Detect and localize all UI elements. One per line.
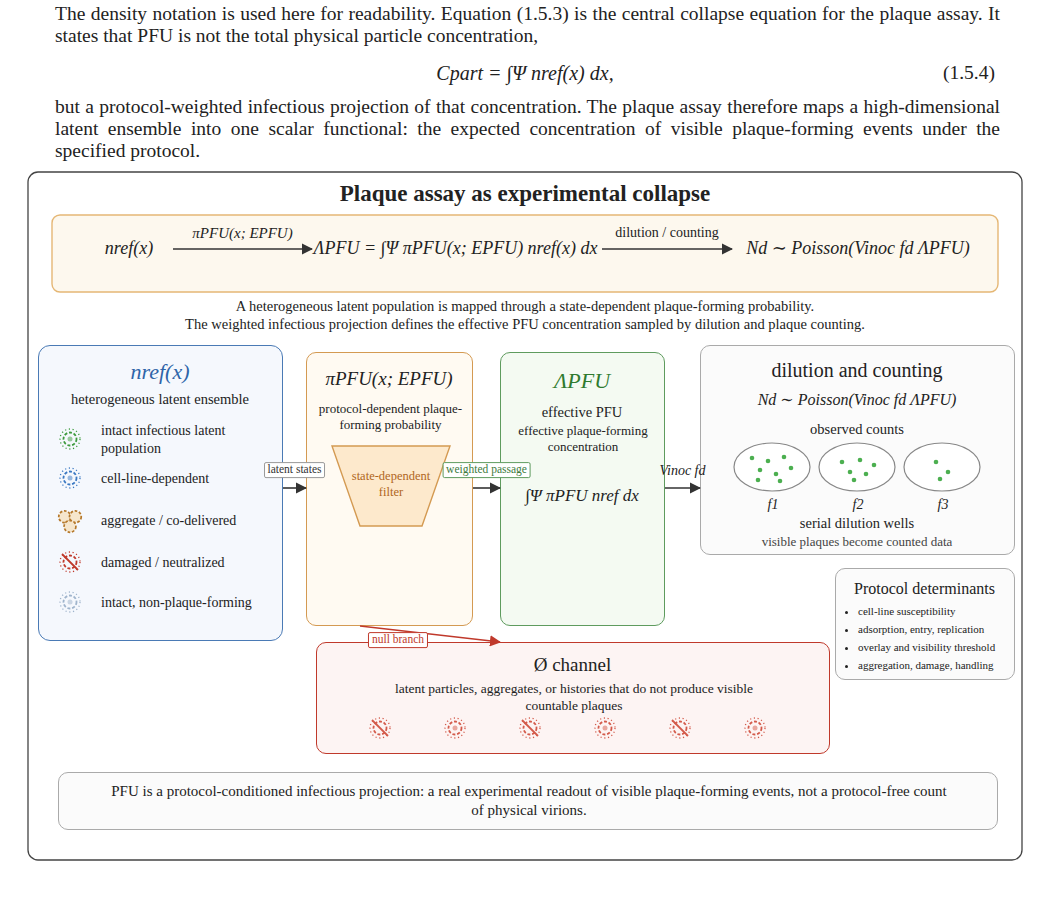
probability-box: state-dependent filter πPFU(x; EPFU) proto… bbox=[306, 352, 473, 626]
edge-label: πPFU(x; EPFU) bbox=[192, 224, 292, 242]
virus-icon bbox=[60, 592, 80, 612]
edge-label: latent states bbox=[264, 462, 326, 478]
flow-arrow bbox=[473, 487, 500, 489]
dilution-well bbox=[904, 443, 980, 491]
null-particle-icon bbox=[520, 718, 540, 738]
null-particle-icon bbox=[370, 718, 390, 738]
node-text: protocol-dependent plaque-forming probab… bbox=[311, 401, 470, 434]
node-text: heterogeneous latent ensemble bbox=[39, 390, 281, 408]
figure-subtitle: A heterogeneous latent population is map… bbox=[52, 298, 998, 315]
node-text: visible plaques become counted data bbox=[701, 534, 1013, 550]
node-text: aggregate / co-delivered bbox=[101, 512, 279, 530]
determinants-box: Protocol determinants cell-line susceptib… bbox=[835, 568, 1015, 680]
figure-subtitle: The weighted infectious projection defin… bbox=[52, 316, 998, 333]
edge-label: Vinoc fd bbox=[659, 463, 705, 480]
flow-arrow bbox=[602, 248, 732, 250]
node-text: Nd ∼ Poisson(Vinoc fd ΛPFU) bbox=[701, 390, 1013, 410]
node-text: adsorption, entry, replication bbox=[858, 623, 1013, 637]
null-channel-box: Ø channel latent particles, aggregates, o… bbox=[316, 642, 830, 754]
virus-icon bbox=[60, 468, 80, 488]
node-text: latent particles, aggregates, or histori… bbox=[394, 681, 754, 715]
formula-node: ΛPFU = ∫Ψ πPFU(x; EPFU) nref(x) dx bbox=[312, 236, 602, 262]
node-heading: Protocol determinants bbox=[836, 579, 1013, 599]
display-equation: Cpart = ∫Ψ nref(x) dx, bbox=[300, 62, 750, 85]
dilution-well bbox=[819, 443, 895, 491]
node-text: effective plaque-forming concentration bbox=[508, 423, 658, 456]
trapezoid-shape bbox=[332, 446, 450, 526]
counting-box: dilution and counting Nd ∼ Poisson(Vinoc … bbox=[700, 345, 1015, 555]
node-text: cell-line-dependent bbox=[101, 470, 279, 488]
ensemble-box: nref(x) heterogeneous latent ensemble inta… bbox=[38, 345, 283, 641]
aggregate-icon bbox=[59, 511, 82, 532]
pfu-box: ΛPFU effective PFU effective plaque-formin… bbox=[500, 352, 665, 626]
node-heading: πPFU(x; EPFU) bbox=[307, 367, 471, 391]
statement-box: PFU is a protocol-conditioned infectious… bbox=[58, 772, 998, 830]
damaged-virus-icon bbox=[60, 552, 80, 572]
node-heading: Ø channel bbox=[317, 653, 828, 677]
node-heading: state-dependent filter bbox=[351, 469, 431, 500]
flow-arrow bbox=[283, 487, 306, 489]
node-text: aggregation, damage, handling bbox=[858, 659, 1013, 673]
node-heading: dilution and counting bbox=[701, 358, 1013, 383]
node-text: f3 bbox=[928, 496, 958, 514]
plaque-dots bbox=[750, 455, 951, 484]
body-paragraph: The density notation is used here for re… bbox=[55, 3, 1000, 47]
node-heading: nref(x) bbox=[88, 237, 170, 260]
node-text: observed counts bbox=[701, 420, 1013, 438]
body-paragraph: but a protocol-weighted infectious proje… bbox=[55, 96, 1000, 162]
node-text: intact, non-plaque-forming bbox=[101, 594, 279, 612]
node-text: f1 bbox=[758, 496, 788, 514]
dilution-well bbox=[734, 443, 810, 491]
flow-arrow bbox=[665, 487, 700, 489]
node-text: overlay and visibility threshold bbox=[858, 641, 1013, 655]
node-text: f2 bbox=[843, 496, 873, 514]
node-heading: ΛPFU bbox=[501, 367, 663, 395]
formula-node: nref(x) bbox=[88, 236, 173, 262]
edge-label: null branch bbox=[368, 632, 428, 648]
null-particle-icon bbox=[595, 718, 615, 738]
filter-trapezoid: state-dependent filter bbox=[331, 445, 451, 527]
virus-icon bbox=[60, 429, 80, 449]
node-heading: PFU is a protocol-conditioned infectious… bbox=[109, 782, 949, 820]
null-particle-icon bbox=[445, 718, 465, 738]
flow-arrow bbox=[173, 248, 312, 250]
node-heading: ΛPFU = ∫Ψ πPFU(x; EPFU) nref(x) dx bbox=[312, 237, 599, 260]
node-heading: nref(x) bbox=[39, 358, 281, 386]
figure-frame bbox=[28, 172, 1022, 860]
node-text: serial dilution wells bbox=[701, 514, 1013, 532]
node-text: effective PFU bbox=[501, 403, 663, 421]
node-text: cell-line susceptibility bbox=[858, 605, 1013, 619]
equation-number: (1.5.4) bbox=[895, 62, 995, 84]
edge-label: dilution / counting bbox=[615, 225, 718, 242]
edge-label: weighted passage bbox=[442, 462, 531, 478]
node-text: intact infectious latent population bbox=[101, 422, 231, 457]
node-text: ∫Ψ πPFU nref dx bbox=[501, 485, 663, 506]
null-particle-icon bbox=[670, 718, 690, 738]
node-text: damaged / neutralized bbox=[101, 554, 279, 572]
null-particle-icon bbox=[745, 718, 765, 738]
figure-title: Plaque assay as experimental collapse bbox=[28, 181, 1022, 207]
pipeline-band bbox=[52, 215, 998, 292]
formula-node: Nd ∼ Poisson(Vinoc fd ΛPFU) bbox=[732, 236, 987, 262]
node-heading: Nd ∼ Poisson(Vinoc fd ΛPFU) bbox=[732, 237, 984, 260]
